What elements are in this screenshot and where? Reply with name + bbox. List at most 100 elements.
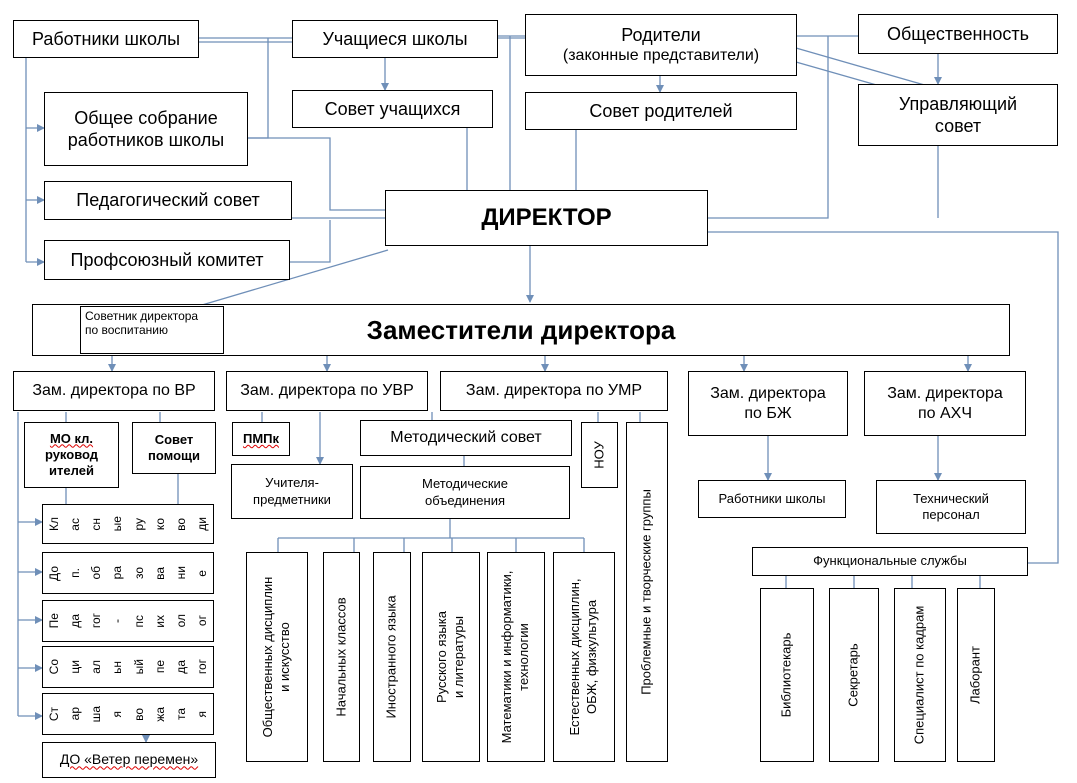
public-label: Общественность xyxy=(886,23,1030,44)
letter-cell: та xyxy=(174,707,189,721)
school-workers-box: Работники школы xyxy=(13,20,199,58)
public-box: Общественность xyxy=(858,14,1058,54)
veter-peremen-box: ДО «Ветер перемен» xyxy=(42,742,216,778)
parents-box: Родители (законные представители) xyxy=(525,14,797,76)
mo-class-leaders-box: МО кл. руковод ителей xyxy=(24,422,119,488)
letter-cell: Кл xyxy=(46,517,61,531)
subject-teachers-box: Учителя- предметники xyxy=(231,464,353,519)
letter-cell: да xyxy=(174,660,189,674)
service-hr-label: Специалист по кадрам xyxy=(911,605,927,745)
union-committee-box: Профсоюзный комитет xyxy=(44,240,290,280)
problem-groups-label: Проблемные и творческие группы xyxy=(638,489,654,695)
help-council-label-1: Совет xyxy=(154,431,194,447)
students-box: Учащиеся школы xyxy=(292,20,498,58)
letter-cell: ци xyxy=(67,660,82,674)
bzh-workers-box: Работники школы xyxy=(698,480,846,518)
deputy-ahch-label-2: по АХЧ xyxy=(917,404,972,422)
subject-natural-box: Естественных дисциплин,ОБЖ, физкультура xyxy=(553,552,615,762)
letter-cell: ар xyxy=(67,707,82,721)
tech-staff-label-2: персонал xyxy=(922,507,980,522)
general-meeting-label-2: работников школы xyxy=(67,130,225,150)
letter-cell: ко xyxy=(152,517,167,531)
help-council-label-2: помощи xyxy=(148,448,200,463)
letter-cell: я xyxy=(195,710,210,718)
deputies-title: Заместители директора xyxy=(366,314,676,345)
psychologist-row: Пе да гог - пс их ол ог xyxy=(42,600,214,642)
letter-cell: ол xyxy=(174,614,189,628)
pmpk-label: ПМПк xyxy=(242,430,280,446)
letter-cell: во xyxy=(131,707,146,721)
deputy-bzh-label-2: по БЖ xyxy=(744,404,792,422)
nou-box: НОУ xyxy=(581,422,618,488)
deputy-bzh-box: Зам. директора по БЖ xyxy=(688,371,848,436)
school-workers-label: Работники школы xyxy=(31,28,181,49)
functional-services-label: Функциональные службы xyxy=(813,553,967,569)
deputy-ahch-box: Зам. директора по АХЧ xyxy=(864,371,1026,436)
subject-primary-box: Начальных классов xyxy=(323,552,360,762)
method-assoc-box: Методические объединения xyxy=(360,466,570,519)
tech-staff-box: Технический персонал xyxy=(876,480,1026,534)
letter-cell: ру xyxy=(131,517,146,531)
letter-cell: их xyxy=(152,614,167,628)
additional-education-row: До п. об ра зо ва ни е xyxy=(42,552,214,594)
letter-cell: ый xyxy=(131,659,146,675)
senior-counselor-row: Ст ар ша я во жа та я xyxy=(42,693,214,735)
adviser-label-2: по воспитанию xyxy=(85,323,168,338)
governing-council-label-2: совет xyxy=(934,116,982,136)
subject-foreign-box: Иностранного языка xyxy=(373,552,411,762)
parents-sublabel: (законные представители) xyxy=(562,47,760,65)
help-council-box: Совет помощи xyxy=(132,422,216,474)
service-librarian-box: Библиотекарь xyxy=(760,588,814,762)
service-hr-box: Специалист по кадрам xyxy=(894,588,946,762)
deputy-vr-label: Зам. директора по ВР xyxy=(32,382,196,399)
mo-class-leaders-label-3: ителей xyxy=(49,463,94,479)
veter-peremen-label: ДО «Ветер перемен» xyxy=(59,751,199,768)
subject-teachers-label-1: Учителя- xyxy=(265,475,319,491)
letter-cell: Пе xyxy=(46,613,61,629)
letter-cell: ог xyxy=(195,615,210,627)
letter-cell: гог xyxy=(195,659,210,675)
parent-council-label: Совет родителей xyxy=(589,100,733,121)
letter-cell: пе xyxy=(152,660,167,674)
letter-cell: ди xyxy=(195,517,210,531)
service-secretary-label: Секретарь xyxy=(845,643,861,707)
letter-cell: во xyxy=(174,517,189,531)
letter-cell: ни xyxy=(174,566,189,580)
general-meeting-box: Общее собрание работников школы xyxy=(44,92,248,166)
student-council-label: Совет учащихся xyxy=(324,98,461,119)
method-council-label: Методический совет xyxy=(390,429,542,446)
governing-council-label-1: Управляющий xyxy=(898,93,1018,114)
letter-cell: п. xyxy=(67,568,82,578)
union-committee-label: Профсоюзный комитет xyxy=(70,249,264,270)
letter-cell: я xyxy=(110,710,125,718)
subject-natural-label: Естественных дисциплин,ОБЖ, физкультура xyxy=(567,578,599,736)
letter-cell: гог xyxy=(89,613,104,629)
service-lab-box: Лаборант xyxy=(957,588,995,762)
mo-class-leaders-label-2: руковод xyxy=(44,446,99,462)
letter-cell: пс xyxy=(131,614,146,628)
letter-cell: - xyxy=(110,619,125,623)
service-librarian-label: Библиотекарь xyxy=(778,632,794,718)
letter-cell: об xyxy=(89,566,104,580)
deputy-ahch-label-1: Зам. директора xyxy=(887,384,1003,402)
director-label: ДИРЕКТОР xyxy=(481,204,612,231)
deputy-umr-label: Зам. директора по УМР xyxy=(465,382,643,399)
deputy-vr-box: Зам. директора по ВР xyxy=(13,371,215,411)
letter-cell: ьн xyxy=(110,660,125,674)
class-teachers-row: Кл ас сн ые ру ко во ди xyxy=(42,504,214,544)
method-assoc-label-1: Методические xyxy=(421,476,509,492)
social-pedagogue-row: Со ци ал ьн ый пе да гог xyxy=(42,646,214,688)
letter-cell: ва xyxy=(152,566,167,580)
pmpk-box: ПМПк xyxy=(232,422,290,456)
letter-cell: сн xyxy=(89,517,104,531)
director-box: ДИРЕКТОР xyxy=(385,190,708,246)
letter-cell: ал xyxy=(89,660,104,674)
service-secretary-box: Секретарь xyxy=(829,588,879,762)
subject-math-box: Математики и информатики,технологии xyxy=(487,552,545,762)
bzh-workers-label: Работники школы xyxy=(718,490,826,506)
deputy-uvr-label: Зам. директора по УВР xyxy=(240,382,414,399)
